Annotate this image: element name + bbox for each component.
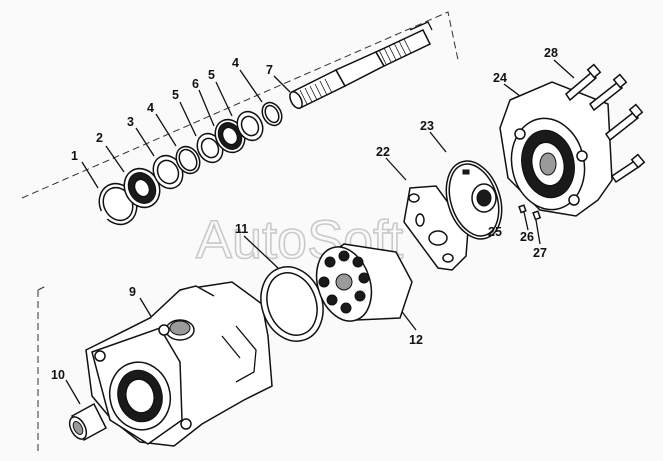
callout-24: 24 xyxy=(493,71,507,85)
washer-part-3 xyxy=(152,154,184,190)
callout-6: 6 xyxy=(192,77,199,91)
pins-part-26-27 xyxy=(518,204,542,221)
callout-9: 9 xyxy=(129,285,136,299)
callout-5b: 5 xyxy=(208,68,215,82)
callout-28: 28 xyxy=(544,46,558,60)
callout-4a: 4 xyxy=(147,101,154,115)
bearing-part-2 xyxy=(123,167,161,209)
retaining-ring-part-4b xyxy=(261,101,283,127)
output-shaft-part-7 xyxy=(289,21,433,110)
retaining-ring-part-4 xyxy=(175,145,201,175)
callout-2: 2 xyxy=(96,131,103,145)
callout-23: 23 xyxy=(420,119,434,133)
callout-25: 25 xyxy=(488,225,502,239)
callout-1: 1 xyxy=(71,149,78,163)
assembly-boundary xyxy=(21,11,459,452)
callout-12: 12 xyxy=(409,333,423,347)
callout-11: 11 xyxy=(235,222,248,236)
valve-plate-part-11 xyxy=(260,266,324,342)
callout-4b: 4 xyxy=(232,56,239,70)
bearing-cup-part-25 xyxy=(471,183,497,213)
end-cover-part-24 xyxy=(499,81,613,217)
port-plate-part-22 xyxy=(403,185,469,271)
callout-22: 22 xyxy=(376,145,390,159)
callout-26: 26 xyxy=(520,230,534,244)
callout-27: 27 xyxy=(533,246,547,260)
callout-7: 7 xyxy=(266,63,273,77)
bolts-part-28 xyxy=(565,63,646,184)
cylinder-block-part-12 xyxy=(315,243,413,322)
motor-housing-part-9 xyxy=(85,281,273,447)
thrust-race-part-5b xyxy=(236,110,264,142)
bushing-part-10 xyxy=(68,402,107,442)
callout-3: 3 xyxy=(127,115,134,129)
callout-10: 10 xyxy=(51,368,65,382)
callout-5a: 5 xyxy=(172,88,179,102)
